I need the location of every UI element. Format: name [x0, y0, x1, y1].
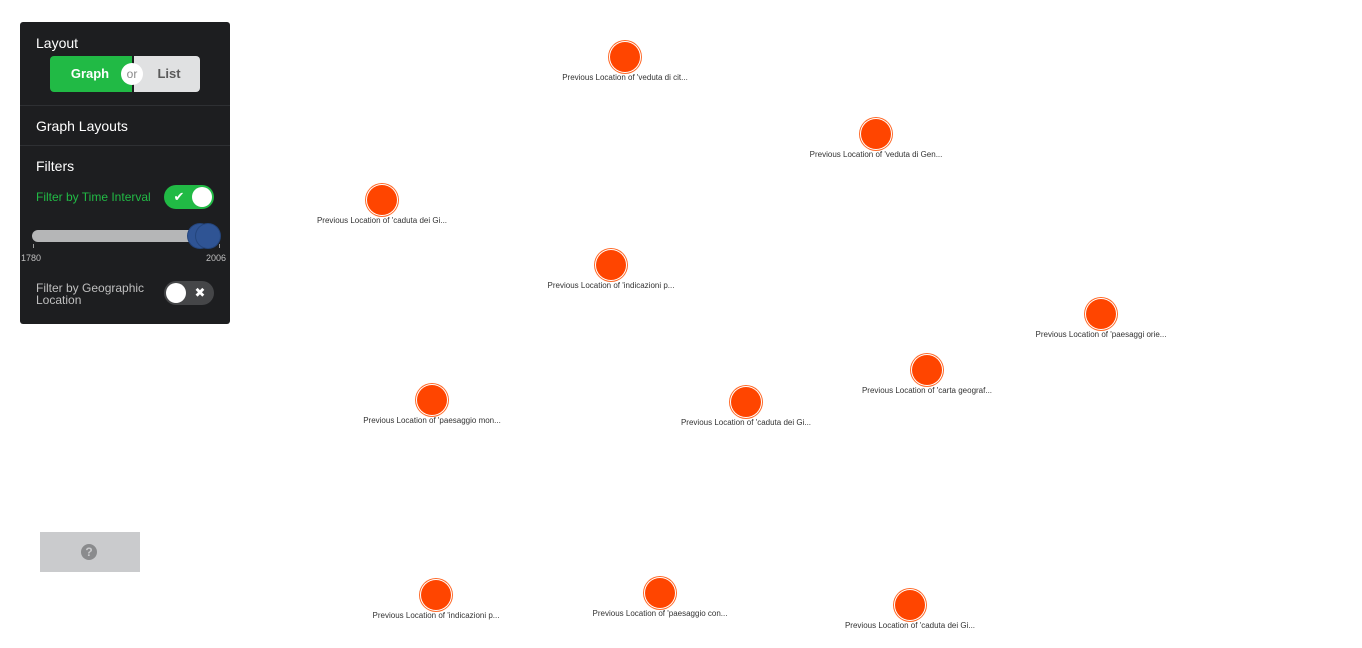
or-separator: or	[121, 63, 143, 85]
node-circle[interactable]	[610, 42, 640, 72]
node-label: Previous Location of 'indicazioni p...	[372, 611, 500, 620]
time-filter-label: Filter by Time Interval	[36, 190, 151, 204]
list-view-button[interactable]: List	[134, 56, 200, 92]
x-icon: ✖	[194, 285, 206, 300]
node-label: Previous Location of 'caduta dei Gi...	[680, 418, 812, 427]
node-label: Previous Location of 'carta geograf...	[861, 386, 993, 395]
node-circle[interactable]	[861, 119, 891, 149]
geo-filter-label: Filter by Geographic Location	[36, 281, 145, 307]
toggle-knob	[166, 283, 186, 303]
node-circle[interactable]	[421, 580, 451, 610]
layout-title: Layout	[36, 35, 79, 51]
node-circle[interactable]	[895, 590, 925, 620]
time-range-slider[interactable]	[32, 224, 220, 248]
slider-tick	[219, 244, 220, 248]
node-circle[interactable]	[367, 185, 397, 215]
time-filter-toggle[interactable]: ✔	[164, 185, 214, 209]
slider-min-label: 1780	[21, 253, 42, 263]
check-icon: ✔	[173, 189, 185, 204]
control-panel: Layout Graph List or Graph Layouts Filte…	[20, 22, 230, 324]
question-circle-icon: ?	[81, 544, 97, 560]
slider-max-handle[interactable]	[196, 224, 220, 248]
filters-title: Filters	[36, 158, 75, 174]
node-circle[interactable]	[731, 387, 761, 417]
node-circle[interactable]	[645, 578, 675, 608]
graph-view-button[interactable]: Graph	[50, 56, 132, 92]
graph-layouts-accordion[interactable]: Graph Layouts	[36, 118, 128, 134]
node-circle[interactable]	[912, 355, 942, 385]
slider-tick	[33, 244, 34, 248]
node-label: Previous Location of 'paesaggio con...	[592, 609, 728, 618]
node-circle[interactable]	[596, 250, 626, 280]
node-label: Previous Location of 'caduta dei Gi...	[844, 621, 976, 630]
node-label: Previous Location of 'indicazioni p...	[547, 281, 675, 290]
slider-max-label: 2006	[206, 253, 227, 263]
view-mode-toggle: Graph List or	[50, 56, 200, 92]
node-label: Previous Location of 'caduta dei Gi...	[316, 216, 448, 225]
node-circle[interactable]	[1086, 299, 1116, 329]
node-circle[interactable]	[417, 385, 447, 415]
help-button[interactable]: ?	[40, 532, 140, 572]
node-label: Previous Location of 'veduta di cit...	[562, 73, 688, 82]
toggle-knob	[192, 187, 212, 207]
node-label: Previous Location of 'veduta di Gen...	[809, 150, 943, 159]
panel-divider	[20, 105, 230, 106]
node-label: Previous Location of 'paesaggi orie...	[1035, 330, 1167, 339]
panel-divider	[20, 145, 230, 146]
node-label: Previous Location of 'paesaggio mon...	[363, 416, 501, 425]
geo-filter-toggle[interactable]: ✖	[164, 281, 214, 305]
